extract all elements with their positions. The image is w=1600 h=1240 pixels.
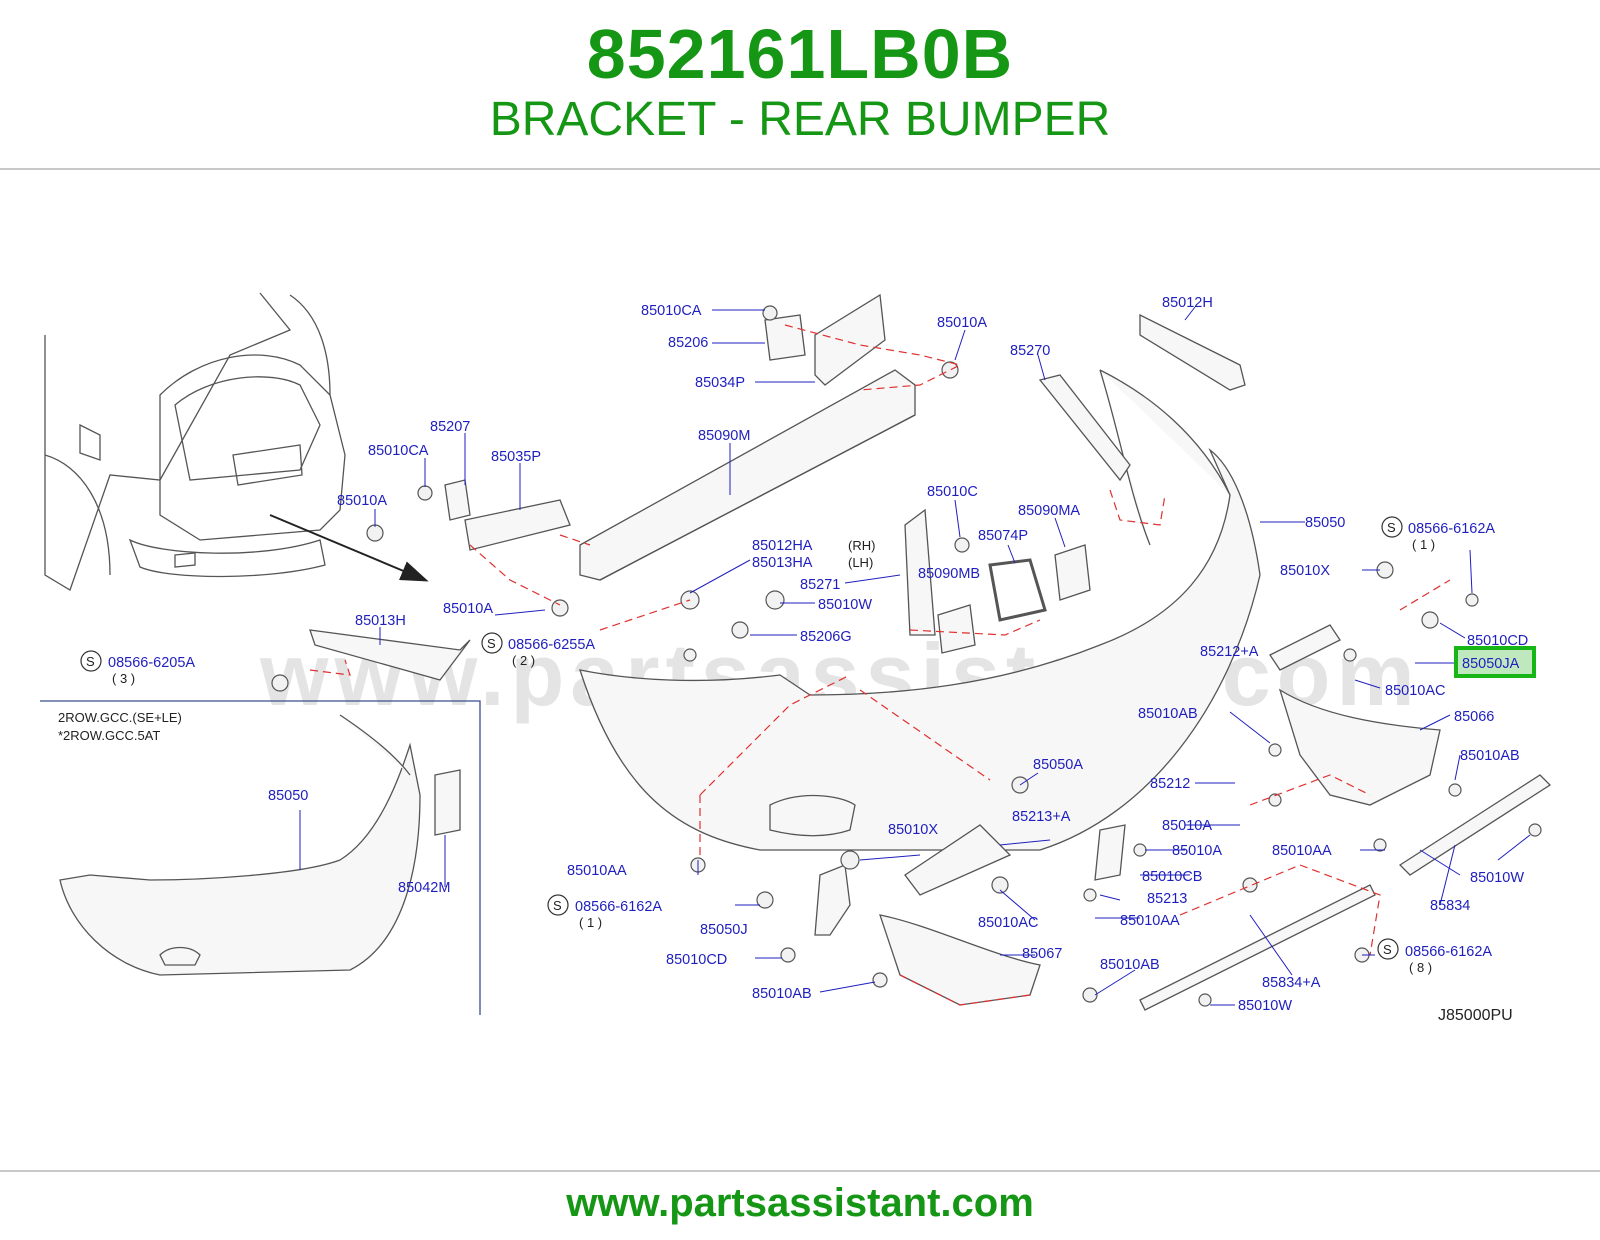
screw-symbol-5: S <box>1383 942 1392 957</box>
screw-symbol-3: S <box>1387 520 1396 535</box>
screw-label-08566-6162A-bottom: 08566-6162A <box>1405 944 1492 960</box>
label-85050-main: 85050 <box>1305 515 1345 531</box>
label-85050JA-highlighted: 85050JA <box>1462 656 1520 672</box>
label-85066: 85066 <box>1454 709 1494 725</box>
label-85050-inset: 85050 <box>268 788 308 804</box>
qty-1-left: ( 1 ) <box>579 915 602 930</box>
label-85206G: 85206G <box>800 629 852 645</box>
label-85010X-right: 85010X <box>1280 563 1330 579</box>
label-leader-lines <box>299 306 1531 1006</box>
label-85010CD-right: 85010CD <box>1467 633 1528 649</box>
label-85034P: 85034P <box>695 375 745 391</box>
qty-3: ( 3 ) <box>112 671 135 686</box>
screw-symbols <box>80 516 1403 960</box>
label-85010CA-top: 85010CA <box>641 303 702 319</box>
label-85010AB-right2: 85010AB <box>1460 748 1520 764</box>
label-85042M: 85042M <box>398 880 450 896</box>
part-number-title: 852161LB0B <box>586 15 1014 93</box>
label-85010A-mid: 85010A <box>443 601 493 617</box>
fastener-icons <box>271 305 1542 1007</box>
footer-url: www.partsassistant.com <box>566 1181 1034 1225</box>
qty-8: ( 8 ) <box>1409 960 1432 975</box>
assembly-dash-lines <box>309 324 1451 1006</box>
qty-1-top: ( 1 ) <box>1412 537 1435 552</box>
vehicle-outline-drawing <box>44 292 346 591</box>
screw-symbol-2: S <box>487 636 496 651</box>
label-85050J: 85050J <box>700 922 748 938</box>
screw-symbol-1: S <box>86 654 95 669</box>
header-divider <box>0 168 1600 170</box>
label-85010AB-right1: 85010AB <box>1138 706 1198 722</box>
label-85035P: 85035P <box>491 449 541 465</box>
label-85090MA: 85090MA <box>1018 503 1080 519</box>
label-85010AA-right: 85010AA <box>1272 843 1332 859</box>
footer-divider <box>0 1170 1600 1172</box>
direction-arrow <box>269 514 429 582</box>
label-85074P: 85074P <box>978 528 1028 544</box>
label-85206: 85206 <box>668 335 708 351</box>
page-header: 852161LB0B BRACKET - REAR BUMPER <box>0 0 1600 170</box>
label-85010CD-bottom: 85010CD <box>666 952 727 968</box>
label-85010A-left: 85010A <box>337 493 387 509</box>
label-85067: 85067 <box>1022 946 1062 962</box>
screw-symbol-4: S <box>553 898 562 913</box>
part-name-subtitle: BRACKET - REAR BUMPER <box>489 93 1111 146</box>
screw-label-08566-6162A-top: 08566-6162A <box>1408 521 1495 537</box>
label-85213: 85213 <box>1147 891 1187 907</box>
parts-drawings <box>59 293 1552 1011</box>
label-85212: 85212 <box>1150 776 1190 792</box>
label-85010AC-right: 85010AC <box>1385 683 1445 699</box>
label-85013HA: 85013HA <box>752 555 813 571</box>
label-85010CB: 85010CB <box>1142 869 1202 885</box>
variant-note-2: *2ROW.GCC.5AT <box>58 728 160 743</box>
label-85010AB-bottom2: 85010AB <box>1100 957 1160 973</box>
label-85010A-top: 85010A <box>937 315 987 331</box>
label-85013H: 85013H <box>355 613 406 629</box>
label-85010A-r1: 85010A <box>1162 818 1212 834</box>
label-85012HA: 85012HA <box>752 538 813 554</box>
screw-label-08566-6205A: 08566-6205A <box>108 655 195 671</box>
label-85010AA-left: 85010AA <box>567 863 627 879</box>
label-85050A: 85050A <box>1033 757 1083 773</box>
label-85010W-mid: 85010W <box>818 597 872 613</box>
label-85010C: 85010C <box>927 484 978 500</box>
highlight-box <box>1454 646 1536 678</box>
label-85834A: 85834+A <box>1262 975 1321 991</box>
label-85207: 85207 <box>430 419 470 435</box>
side-lh: (LH) <box>848 555 873 570</box>
label-85010A-r2: 85010A <box>1172 843 1222 859</box>
label-85010AA-bottom: 85010AA <box>1120 913 1180 929</box>
label-85270: 85270 <box>1010 343 1050 359</box>
label-85010CA-left: 85010CA <box>368 443 429 459</box>
label-85090MB: 85090MB <box>918 566 980 582</box>
label-85010AB-bottom: 85010AB <box>752 986 812 1002</box>
label-85090M: 85090M <box>698 428 750 444</box>
side-rh: (RH) <box>848 538 875 553</box>
diagram-code: J85000PU <box>1438 1007 1513 1024</box>
qty-2: ( 2 ) <box>512 653 535 668</box>
label-85010W-bottom: 85010W <box>1238 998 1292 1014</box>
label-85271: 85271 <box>800 577 840 593</box>
label-85010W-right: 85010W <box>1470 870 1524 886</box>
variant-inset-frame <box>40 700 481 1015</box>
screw-label-08566-6255A: 08566-6255A <box>508 637 595 653</box>
screw-label-08566-6162A-left: 08566-6162A <box>575 899 662 915</box>
label-85213A: 85213+A <box>1012 809 1071 825</box>
parts-diagram: www.partsassistant.com <box>0 275 1600 1065</box>
label-85010AC-bottom: 85010AC <box>978 915 1038 931</box>
label-85834: 85834 <box>1430 898 1470 914</box>
variant-note-1: 2ROW.GCC.(SE+LE) <box>58 710 182 725</box>
label-85012H: 85012H <box>1162 295 1213 311</box>
label-85212A: 85212+A <box>1200 644 1259 660</box>
label-85010X-bottom: 85010X <box>888 822 938 838</box>
